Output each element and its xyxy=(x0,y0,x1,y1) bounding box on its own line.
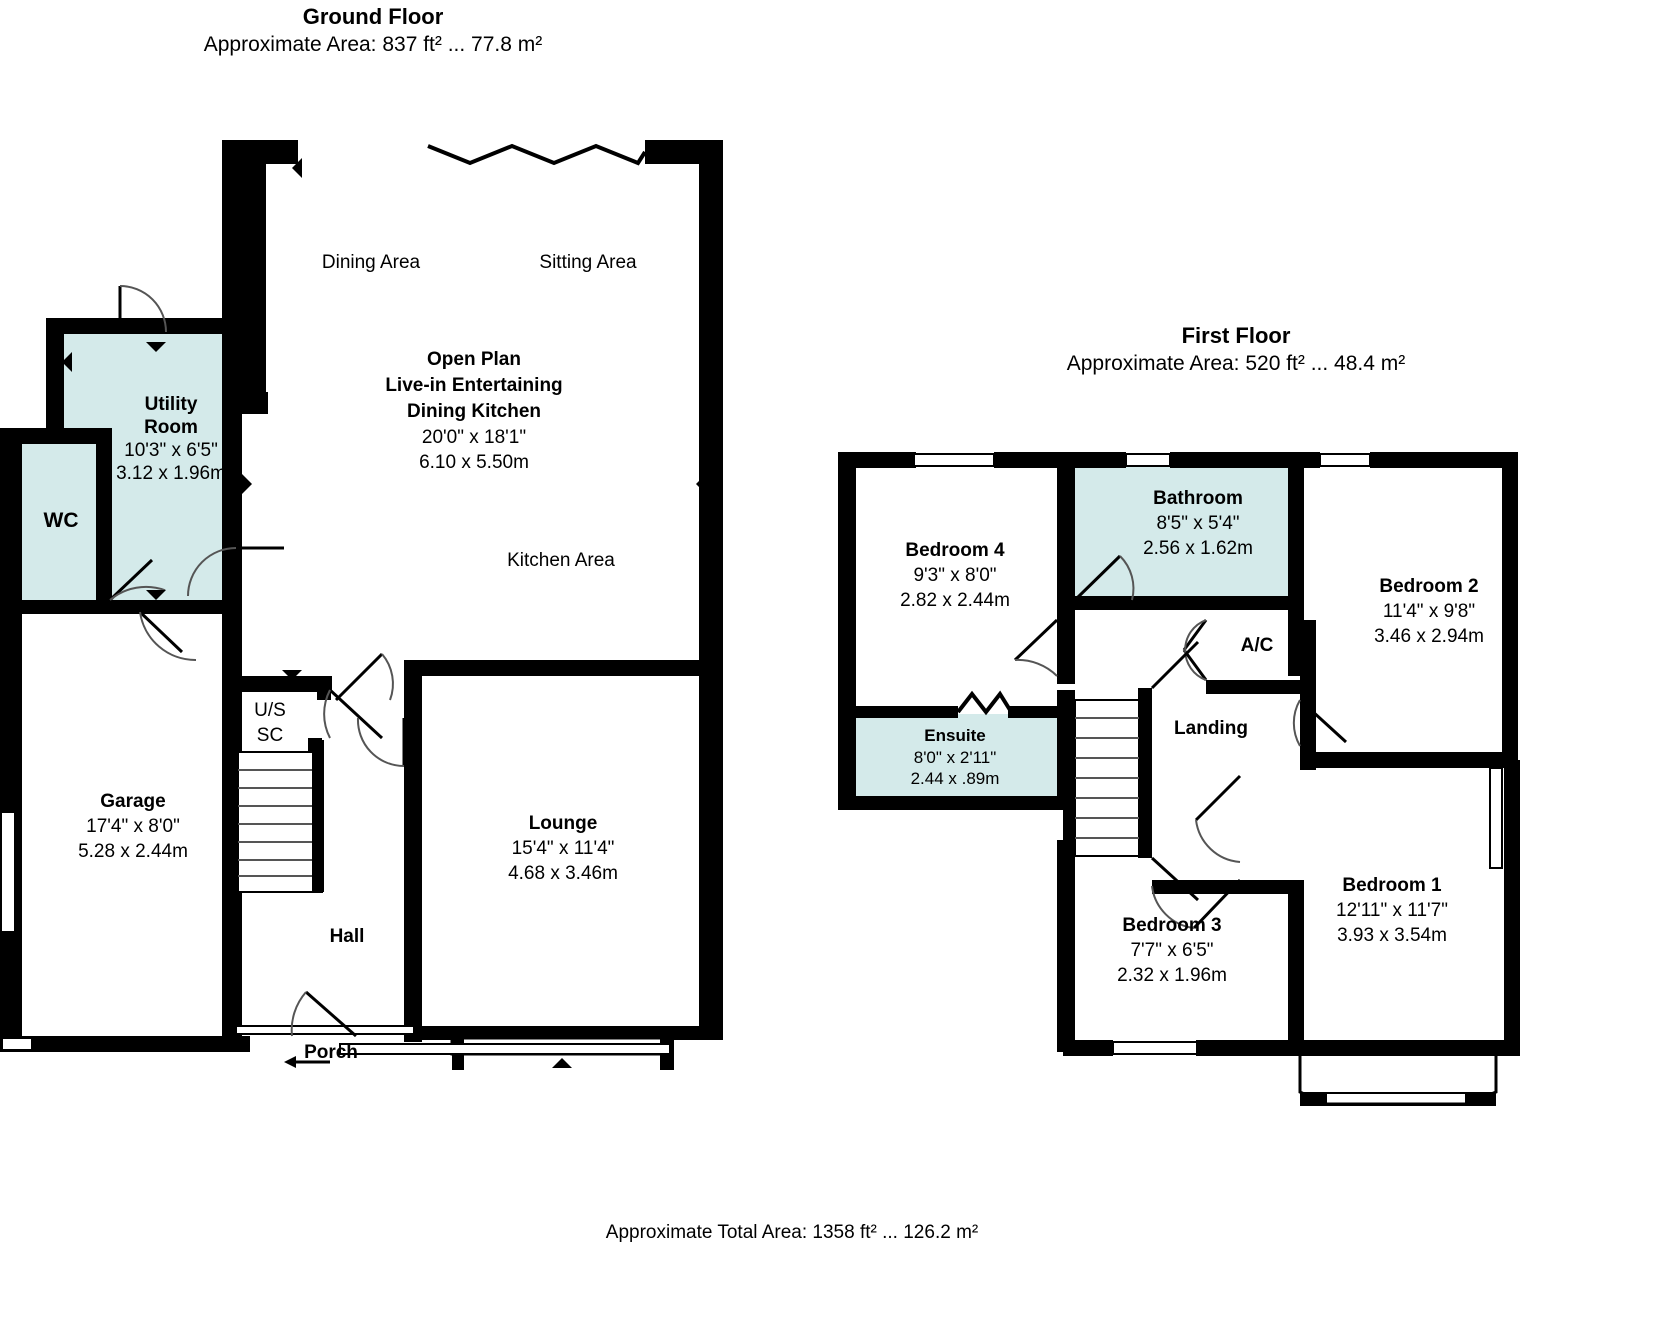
room-dim-ft-lounge: 15'4" x 11'4" xyxy=(511,838,615,859)
room-label-open-plan-line3: Dining Kitchen xyxy=(406,401,542,422)
room-label-sc: SC xyxy=(256,725,284,746)
first-floor-door-swings xyxy=(1013,554,1348,930)
room-dim-ft-utility: 10'3" x 6'5" xyxy=(124,440,218,461)
room-dim-m-utility: 3.12 x 1.96m xyxy=(116,463,226,484)
room-dim-m-bedroom-3: 2.32 x 1.96m xyxy=(1117,965,1227,986)
room-label-bedroom-2: Bedroom 2 xyxy=(1379,576,1479,597)
room-label-open-plan-line2: Live-in Entertaining xyxy=(385,375,563,396)
room-label-open-plan-line1: Open Plan xyxy=(427,349,521,370)
room-dim-m-bedroom-4: 2.82 x 2.44m xyxy=(900,590,1010,611)
room-dim-m-lounge: 4.68 x 3.46m xyxy=(508,863,618,884)
total-area-label: Approximate Total Area: 1358 ft² ... 126… xyxy=(605,1222,979,1243)
first-floor-walls xyxy=(838,452,1520,1106)
first-floor-staircase xyxy=(1074,699,1140,857)
door-swings xyxy=(108,285,406,1038)
room-dim-m-bedroom-2: 3.46 x 2.94m xyxy=(1374,626,1484,647)
room-dim-m-garage: 5.28 x 2.44m xyxy=(78,841,188,862)
ensuite-zigzag xyxy=(956,690,1012,716)
room-label-ensuite: Ensuite xyxy=(924,726,986,745)
room-dim-ft-bedroom-1: 12'11" x 11'7" xyxy=(1336,900,1448,921)
first-floor-title: First Floor xyxy=(1181,323,1291,348)
first-floor-area: Approximate Area: 520 ft² ... 48.4 m² xyxy=(1066,352,1406,375)
window-markers-ground xyxy=(62,158,710,1068)
porch-structure xyxy=(228,1025,674,1070)
room-dim-m-open-plan: 6.10 x 5.50m xyxy=(419,452,529,473)
first-floor-windows xyxy=(913,453,1503,1106)
room-label-bedroom-3: Bedroom 3 xyxy=(1122,915,1222,936)
room-label-bedroom-4: Bedroom 4 xyxy=(905,540,1005,561)
room-label-lounge: Lounge xyxy=(528,813,598,834)
first-floor-bay-window xyxy=(1298,1056,1498,1106)
ground-floor-staircase xyxy=(237,740,324,893)
room-dim-ft-bedroom-3: 7'7" x 6'5" xyxy=(1130,940,1214,961)
ground-floor-title: Ground Floor xyxy=(302,4,444,29)
room-label-utility-line2: Room xyxy=(144,417,198,438)
room-dim-ft-bedroom-2: 11'4" x 9'8" xyxy=(1382,601,1476,622)
room-dim-m-ensuite: 2.44 x .89m xyxy=(910,769,1000,788)
room-label-porch: Porch xyxy=(304,1042,358,1063)
room-dim-ft-ensuite: 8'0" x 2'11" xyxy=(913,748,997,767)
room-label-bathroom: Bathroom xyxy=(1153,488,1243,509)
room-label-hall: Hall xyxy=(329,926,365,947)
room-dim-m-bedroom-1: 3.93 x 3.54m xyxy=(1337,925,1447,946)
room-dim-ft-garage: 17'4" x 8'0" xyxy=(86,816,180,837)
room-dim-ft-bedroom-4: 9'3" x 8'0" xyxy=(913,565,997,586)
room-dim-ft-open-plan: 20'0" x 18'1" xyxy=(421,427,527,448)
room-label-bedroom-1: Bedroom 1 xyxy=(1342,875,1442,896)
room-label-garage: Garage xyxy=(100,791,166,812)
room-label-us: U/S xyxy=(254,700,286,721)
room-label-wc: WC xyxy=(43,509,79,532)
ground-floor-area: Approximate Area: 837 ft² ... 77.8 m² xyxy=(203,33,543,56)
garage-door-opening xyxy=(0,811,33,1051)
room-label-sitting-area: Sitting Area xyxy=(539,252,637,273)
room-label-airing-cupboard: A/C xyxy=(1240,635,1274,656)
room-dim-ft-bathroom: 8'5" x 5'4" xyxy=(1156,513,1240,534)
room-label-kitchen-area: Kitchen Area xyxy=(507,550,615,571)
room-label-dining-area: Dining Area xyxy=(321,252,421,273)
room-label-landing: Landing xyxy=(1174,718,1248,739)
bay-window-zigzag xyxy=(427,143,647,166)
room-label-utility-line1: Utility xyxy=(144,394,198,415)
room-dim-m-bathroom: 2.56 x 1.62m xyxy=(1143,538,1253,559)
